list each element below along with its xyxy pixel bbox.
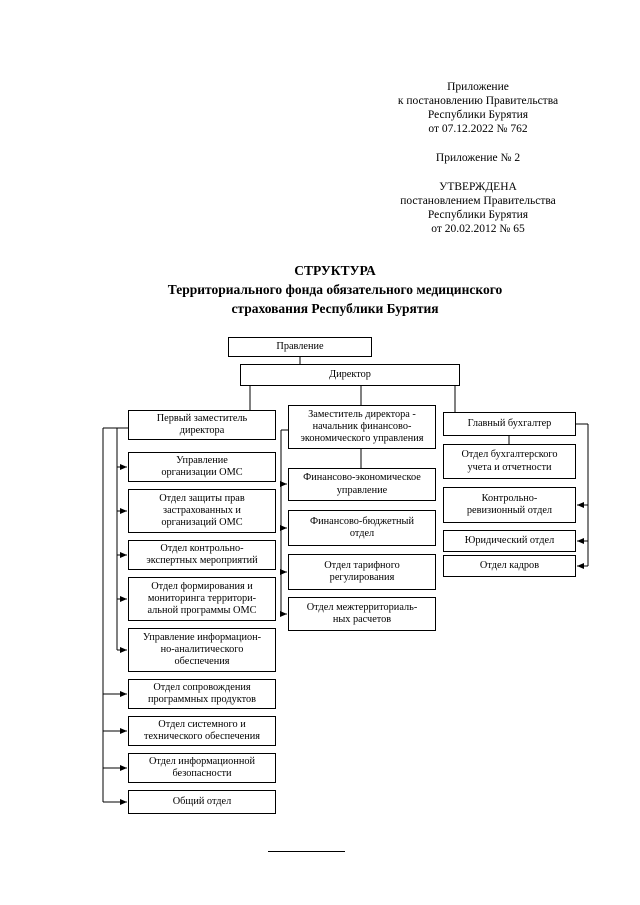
- header-line: к постановлению Правительства: [397, 95, 559, 107]
- header-line: УТВЕРЖДЕНА: [439, 181, 517, 193]
- header-line: постановлением Правительства: [400, 195, 556, 207]
- box-oms-organization-directorate: Управление организации ОМС: [128, 452, 276, 482]
- box-information-security-dept: Отдел информационной безопасности: [128, 753, 276, 783]
- box-deputy-director-finance: Заместитель директора - начальник финанс…: [288, 405, 436, 449]
- box-tariff-regulation-dept: Отдел тарифного регулирования: [288, 554, 436, 590]
- box-program-formation-monitoring-dept: Отдел формирования и мониторинга террито…: [128, 577, 276, 621]
- approved-block: УТВЕРЖДЕНА постановлением Правительства …: [372, 180, 584, 236]
- box-board: Правление: [228, 337, 372, 357]
- header-line: от 20.02.2012 № 65: [431, 223, 525, 235]
- box-first-deputy-director: Первый заместитель директора: [128, 410, 276, 440]
- box-interterritorial-settlements-dept: Отдел межтерриториаль- ных расчетов: [288, 597, 436, 631]
- box-general-dept: Общий отдел: [128, 790, 276, 814]
- box-finance-economic-directorate: Финансово-экономическое управление: [288, 468, 436, 501]
- annex-number-block: Приложение № 2: [372, 151, 584, 165]
- box-director: Директор: [240, 364, 460, 386]
- header-line: Приложение: [447, 81, 509, 93]
- box-insured-rights-protection-dept: Отдел защиты прав застрахованных и орган…: [128, 489, 276, 533]
- box-hr-dept: Отдел кадров: [443, 555, 576, 577]
- title-line-3: страхования Республики Бурятия: [231, 301, 439, 316]
- annex-reference-block: Приложение к постановлению Правительства…: [372, 80, 584, 136]
- header-line: Республики Бурятия: [427, 209, 529, 221]
- approval-header: Приложение к постановлению Правительства…: [372, 80, 584, 236]
- footer-rule: [268, 851, 345, 852]
- box-software-support-dept: Отдел сопровождения программных продукто…: [128, 679, 276, 709]
- header-line: Приложение № 2: [435, 152, 521, 164]
- document-title: СТРУКТУРА Территориального фонда обязате…: [20, 261, 640, 318]
- title-line-1: СТРУКТУРА: [294, 263, 376, 278]
- title-line-2: Территориального фонда обязательного мед…: [167, 282, 503, 297]
- box-legal-dept: Юридический отдел: [443, 530, 576, 552]
- box-information-analytics-directorate: Управление информацион- но-аналитическог…: [128, 628, 276, 672]
- box-system-technical-support-dept: Отдел системного и технического обеспече…: [128, 716, 276, 746]
- box-control-audit-dept: Контрольно- ревизионный отдел: [443, 487, 576, 523]
- box-chief-accountant: Главный бухгалтер: [443, 412, 576, 436]
- box-accounting-reporting-dept: Отдел бухгалтерского учета и отчетности: [443, 444, 576, 479]
- box-finance-budget-dept: Финансово-бюджетный отдел: [288, 510, 436, 546]
- header-line: Республики Бурятия: [427, 109, 529, 121]
- box-control-expert-dept: Отдел контрольно- экспертных мероприятий: [128, 540, 276, 570]
- header-line: от 07.12.2022 № 762: [428, 123, 528, 135]
